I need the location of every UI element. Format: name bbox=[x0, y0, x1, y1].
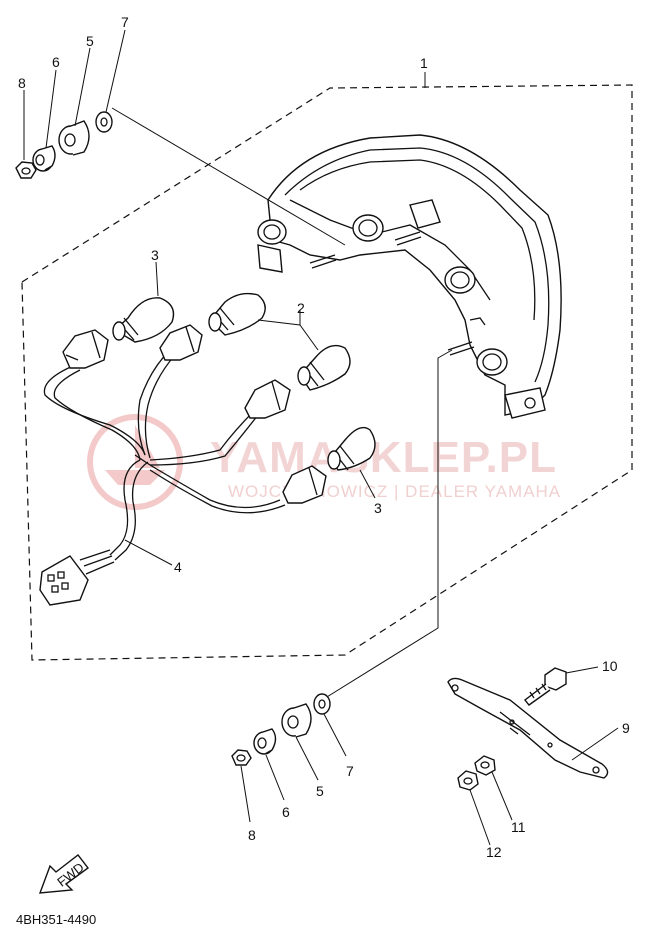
callout-6-top: 6 bbox=[52, 54, 60, 70]
grommet-5-bottom bbox=[281, 703, 312, 738]
callout-6-bottom: 6 bbox=[282, 804, 290, 820]
collar-11 bbox=[474, 755, 496, 776]
top-fastener-group bbox=[15, 29, 126, 179]
callout-8-top: 8 bbox=[18, 75, 26, 91]
collar-6-top bbox=[32, 145, 56, 172]
callout-7-bottom: 7 bbox=[346, 763, 354, 779]
socket-top-middle bbox=[159, 324, 203, 361]
callout-3-top: 3 bbox=[151, 247, 159, 263]
socket-bottom bbox=[282, 465, 327, 504]
watermark-logo-icon bbox=[87, 414, 183, 510]
grommet-5-top bbox=[58, 120, 90, 156]
callout-9: 9 bbox=[622, 720, 630, 736]
nut-12 bbox=[457, 770, 479, 791]
callout-5-top: 5 bbox=[86, 33, 94, 49]
callout-8-bottom: 8 bbox=[248, 827, 256, 843]
nut-8-top bbox=[15, 161, 37, 179]
tail-light-housing bbox=[257, 134, 562, 419]
assembly-boundary bbox=[21, 84, 633, 661]
fwd-arrow-icon: FWD bbox=[38, 854, 89, 894]
watermark-title: YAMASKLEP.PL bbox=[210, 433, 557, 482]
bottom-fastener-group bbox=[231, 693, 347, 823]
watermark: YAMASKLEP.PL WOJCIECHOWICZ | DEALER YAMA… bbox=[87, 414, 561, 510]
collar-6-bottom bbox=[253, 728, 277, 755]
callouts: 1 2 3 3 4 5 5 6 6 7 7 8 8 9 10 11 12 bbox=[18, 14, 630, 860]
callout-2: 2 bbox=[297, 300, 305, 316]
leader-top-fastener bbox=[111, 107, 346, 246]
wire-harness bbox=[39, 324, 327, 606]
socket-right bbox=[244, 379, 291, 419]
callout-4: 4 bbox=[174, 559, 182, 575]
callout-3-bottom: 3 bbox=[374, 500, 382, 516]
washer-7-top bbox=[95, 111, 113, 133]
callout-12: 12 bbox=[486, 844, 502, 860]
callout-1: 1 bbox=[420, 55, 428, 71]
leader-bottom-fastener bbox=[321, 349, 453, 701]
nut-8-bottom bbox=[231, 749, 252, 766]
bulbs bbox=[112, 261, 376, 499]
license-bracket-group bbox=[447, 666, 619, 846]
callout-5-bottom: 5 bbox=[316, 783, 324, 799]
bulb-top-middle bbox=[208, 292, 266, 336]
bracket-9 bbox=[447, 677, 609, 779]
callout-11: 11 bbox=[511, 819, 526, 835]
washer-7-bottom bbox=[313, 693, 331, 715]
diagram-code: 4BH351-4490 bbox=[16, 912, 96, 927]
bulb-right bbox=[297, 344, 351, 391]
bulb-bottom bbox=[327, 426, 376, 471]
callout-7-top: 7 bbox=[121, 14, 129, 30]
harness-connector bbox=[39, 549, 115, 606]
watermark-subtitle: WOJCIECHOWICZ | DEALER YAMAHA bbox=[228, 482, 561, 501]
bolt-10 bbox=[524, 667, 567, 706]
socket-left bbox=[62, 329, 109, 369]
callout-10: 10 bbox=[602, 658, 618, 674]
bulb-top-left bbox=[112, 297, 175, 343]
